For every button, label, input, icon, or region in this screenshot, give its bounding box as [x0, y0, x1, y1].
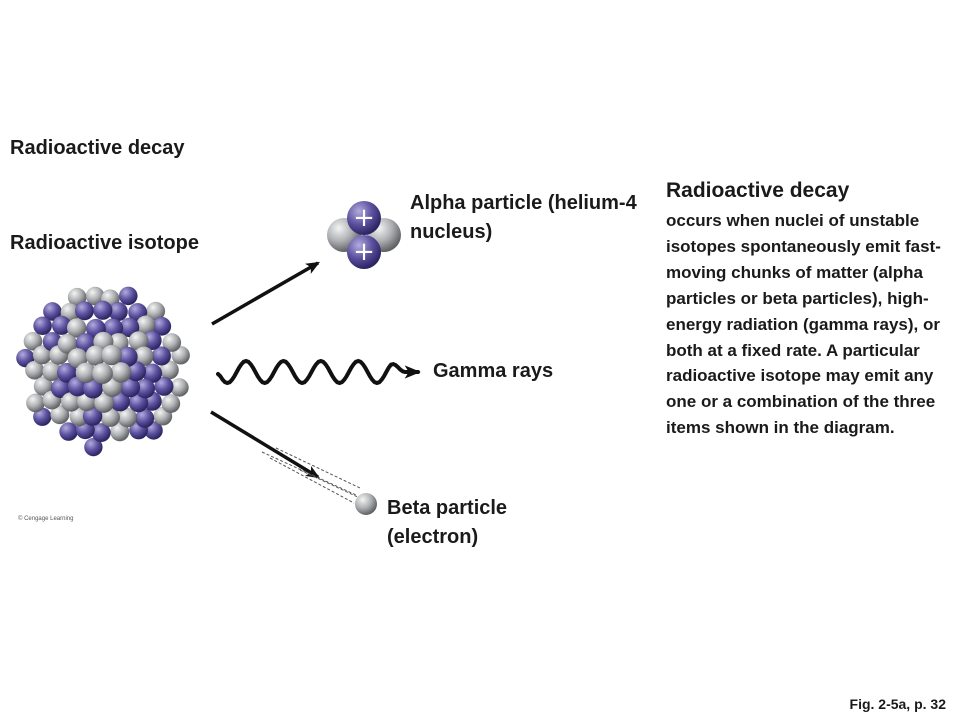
- nucleon: [50, 405, 70, 425]
- nucleon: [118, 286, 138, 306]
- radioactive-isotope-nucleus: [16, 286, 191, 457]
- beta-arrow: [210, 410, 320, 479]
- alpha-particle-label: Alpha particle (helium-4 nucleus): [410, 192, 637, 243]
- alpha-proton-plus-bottom: +: [353, 237, 375, 267]
- figure-reference: Fig. 2-5a, p. 32: [849, 696, 946, 712]
- nucleon: [74, 301, 95, 321]
- description-title: Radioactive decay: [666, 179, 850, 202]
- description-body: occurs when nuclei of unstable isotopes …: [666, 211, 941, 438]
- beta-particle-icon: [355, 493, 377, 515]
- nucleon: [101, 344, 122, 366]
- nucleon: [93, 392, 115, 413]
- nucleon: [91, 362, 114, 385]
- beta-motion-trail: [261, 447, 363, 504]
- nucleon: [33, 316, 53, 336]
- beta-particle-label: Beta particle (electron): [387, 497, 508, 548]
- nucleon: [162, 333, 182, 353]
- copyright-notice: © Cengage Learning: [18, 516, 74, 522]
- nucleon: [171, 345, 191, 365]
- nucleon: [161, 394, 181, 414]
- nucleon: [23, 331, 43, 351]
- alpha-proton-plus-top: +: [353, 203, 375, 233]
- nucleon: [93, 300, 113, 321]
- diagram-heading: Radioactive decay: [10, 137, 185, 159]
- nucleon: [26, 393, 45, 413]
- gamma-rays-label: Gamma rays: [433, 360, 554, 382]
- gamma-wave-arrow: [216, 358, 421, 386]
- alpha-particle-icon: + +: [327, 201, 401, 269]
- nucleon: [84, 437, 103, 457]
- alpha-arrow: [211, 261, 321, 326]
- radioactive-isotope-label: Radioactive isotope: [10, 232, 199, 254]
